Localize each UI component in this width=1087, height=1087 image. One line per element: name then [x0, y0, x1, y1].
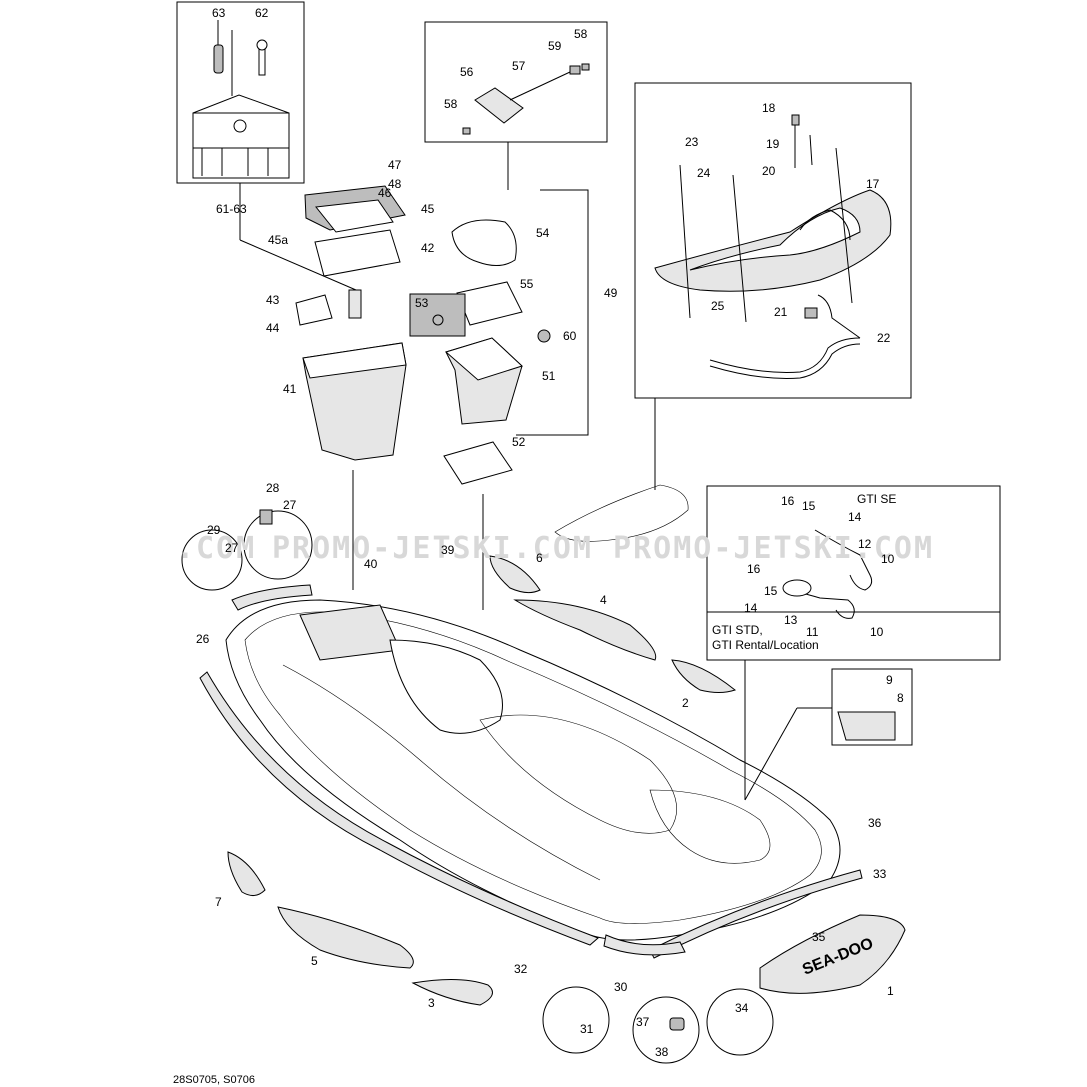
callout-27-bottom: 27: [225, 541, 239, 555]
callout-28: 28: [266, 481, 280, 495]
callout-45: 45: [421, 202, 435, 216]
callout-10-bottom: 10: [870, 625, 884, 639]
callout-9: 9: [886, 673, 893, 687]
callout-24: 24: [697, 166, 711, 180]
callout-42: 42: [421, 241, 435, 255]
front-storage-bin: [295, 185, 407, 461]
callout-4: 4: [600, 593, 607, 607]
callout-17: 17: [866, 177, 880, 191]
variant-inset: [706, 485, 1001, 661]
callout-11: 11: [806, 625, 819, 639]
watermark-left: .COM: [176, 531, 256, 566]
callout-16-bottom: 16: [747, 562, 761, 576]
callout-55: 55: [520, 277, 534, 291]
callout-52: 52: [512, 435, 526, 449]
callout-8: 8: [897, 691, 904, 705]
callout-13: 13: [784, 613, 798, 627]
callout-31: 31: [580, 1022, 594, 1036]
callout-7: 7: [215, 895, 222, 909]
callout-16-top: 16: [781, 494, 795, 508]
callout-30: 30: [614, 980, 628, 994]
callout-3: 3: [428, 996, 435, 1010]
bracket-inset: [831, 668, 913, 746]
callout-39: 39: [441, 543, 455, 557]
callout-37: 37: [636, 1015, 650, 1029]
callout-40: 40: [364, 557, 378, 571]
callout-5: 5: [311, 954, 318, 968]
callout-32: 32: [514, 962, 528, 976]
callout-14-bottom: 14: [744, 601, 758, 615]
callout-23: 23: [685, 135, 699, 149]
callout-44: 44: [266, 321, 280, 335]
callout-41: 41: [283, 382, 297, 396]
callout-53: 53: [415, 296, 429, 310]
callout-58-top: 58: [574, 27, 588, 41]
callout-2: 2: [682, 696, 689, 710]
callout-35: 35: [812, 930, 826, 944]
rear-deck-ghost: [554, 484, 689, 542]
callout-25: 25: [711, 299, 725, 313]
callout-61-63: 61-63: [216, 202, 247, 216]
callout-63: 63: [212, 6, 226, 20]
callout-10-top: 10: [881, 552, 895, 566]
callout-56: 56: [460, 65, 474, 79]
glovebox-cover-inset: [424, 21, 608, 143]
watermark: PROMO-JETSKI.COM PROMO-JETSKI.COM: [272, 531, 934, 566]
callout-59: 59: [548, 39, 562, 53]
leader-lines: [239, 142, 832, 801]
callout-34: 34: [735, 1001, 749, 1015]
callout-6: 6: [536, 551, 543, 565]
callout-33: 33: [873, 867, 887, 881]
callout-27-top: 27: [283, 498, 297, 512]
callout-45a: 45a: [268, 233, 288, 247]
callout-36: 36: [868, 816, 882, 830]
callout-43: 43: [266, 293, 280, 307]
callout-19: 19: [766, 137, 780, 151]
rear-deck-inset: [634, 82, 912, 399]
callout-48: 48: [388, 177, 402, 191]
callout-54: 54: [536, 226, 550, 240]
callout-20: 20: [762, 164, 776, 178]
callout-numbers: 63 62 61-63 58 59 57 56 58 47 48 46 45 4…: [196, 6, 904, 1059]
callout-12: 12: [858, 537, 872, 551]
callout-22: 22: [877, 331, 891, 345]
glovebox-bin: [409, 219, 551, 485]
callout-18: 18: [762, 101, 776, 115]
callout-49: 49: [604, 286, 618, 300]
label-gti-se: GTI SE: [857, 492, 896, 506]
callout-14-top: 14: [848, 510, 862, 524]
toolkit-inset: [176, 1, 305, 184]
callout-15-bottom: 15: [764, 584, 778, 598]
callout-46: 46: [378, 186, 392, 200]
hull: [199, 584, 863, 959]
callout-21: 21: [774, 305, 788, 319]
callout-15-top: 15: [802, 499, 816, 513]
callout-1: 1: [887, 984, 894, 998]
callout-51: 51: [542, 369, 556, 383]
label-gti-rental: GTI Rental/Location: [712, 638, 819, 652]
drawing-code: 28S0705, S0706: [173, 1074, 255, 1086]
callout-62: 62: [255, 6, 269, 20]
side-panels: [227, 555, 906, 1006]
callout-38: 38: [655, 1045, 669, 1059]
callout-29: 29: [207, 523, 221, 537]
callout-57: 57: [512, 59, 526, 73]
callout-47: 47: [388, 158, 402, 172]
callout-58-bottom: 58: [444, 97, 458, 111]
callout-60: 60: [563, 329, 577, 343]
detail-circles: [181, 509, 774, 1064]
callout-26: 26: [196, 632, 210, 646]
label-gti-std: GTI STD,: [712, 623, 763, 637]
